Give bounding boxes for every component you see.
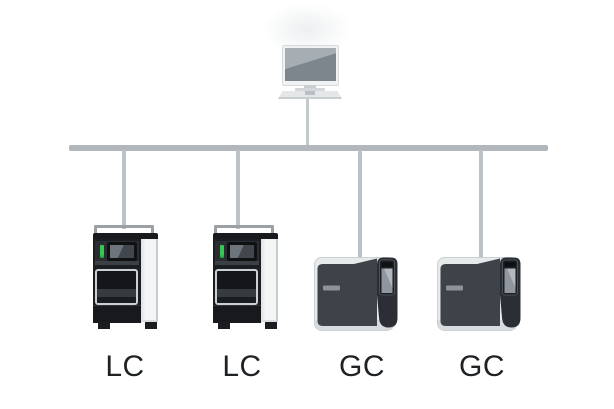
gc-instrument-2 [437, 257, 521, 331]
lc-foot [265, 322, 277, 329]
gc-display-topbar [504, 262, 516, 267]
gc-vent-slot [446, 285, 463, 291]
lc-foot [145, 322, 157, 329]
keyboard-icon [278, 91, 342, 99]
lc-door-lower [217, 297, 256, 303]
instrument-label-gc-2: GC [459, 350, 505, 383]
lc-instrument-2 [213, 225, 278, 329]
lc-status-led [220, 245, 224, 258]
lc-handle [214, 225, 274, 234]
lc-foot [218, 322, 230, 329]
lc-top-strip [213, 233, 278, 239]
monitor-stand-base [295, 88, 325, 91]
lc-instrument-1 [93, 225, 158, 329]
lc-side-panel [261, 239, 278, 322]
lc-door [215, 269, 258, 305]
lc-handle [94, 225, 154, 234]
lc-status-led [100, 245, 104, 258]
gc-front-panel [440, 258, 500, 326]
instrument-label-lc-2: LC [222, 350, 262, 383]
lc-top-strip [93, 233, 158, 239]
lc-drawer [93, 305, 141, 323]
lc-display-screen [110, 245, 134, 258]
lc-door-band [97, 289, 136, 297]
lc-groove [95, 261, 139, 265]
gc-display-topbar [381, 262, 393, 267]
keyboard-connector [305, 91, 315, 95]
lc-drawer [213, 305, 261, 323]
instrument-label-lc-1: LC [105, 350, 145, 383]
network-bus-line [69, 145, 548, 151]
instrument-label-gc-1: GC [339, 350, 385, 383]
lc-door-band [217, 289, 256, 297]
lc-display-screen [230, 245, 254, 258]
drop-line-lc-2 [236, 150, 240, 229]
drop-line-gc-2 [479, 150, 483, 259]
gc-screen-glare [507, 268, 516, 288]
computer-connection-line [306, 99, 309, 146]
lc-side-panel [141, 239, 158, 322]
gc-screen-glare [384, 268, 393, 288]
lc-door [95, 269, 138, 305]
lc-groove [215, 261, 259, 265]
gc-instrument-1 [314, 257, 398, 331]
drop-line-lc-1 [122, 150, 126, 229]
lc-foot [98, 322, 110, 329]
lc-door-lower [97, 297, 136, 303]
drop-line-gc-1 [358, 150, 362, 259]
monitor-stand-neck [304, 85, 316, 89]
gc-display-screen [504, 268, 516, 293]
gc-vent-slot [323, 285, 340, 291]
gc-display-screen [381, 268, 393, 293]
gc-front-panel [317, 258, 377, 326]
